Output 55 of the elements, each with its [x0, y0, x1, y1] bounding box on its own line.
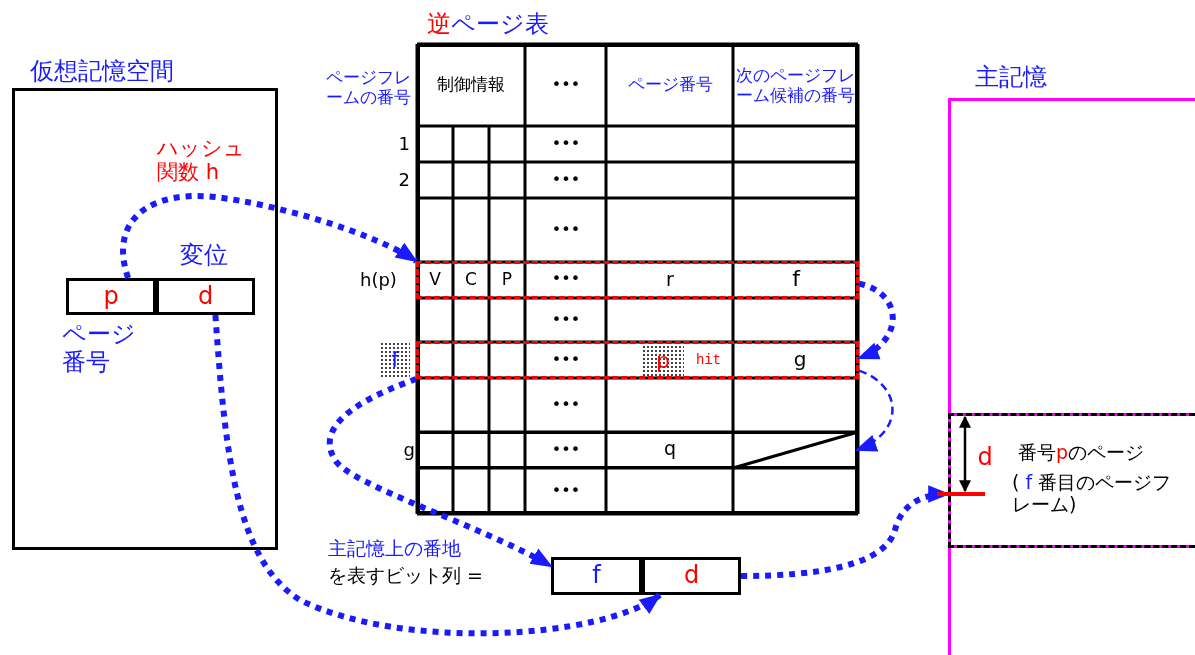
panel-heading: 仮想記憶空間: [30, 56, 175, 88]
entry-text: P: [500, 268, 514, 292]
column-header: ページ番号: [626, 73, 714, 97]
panel-heading: 主記憶: [975, 62, 1048, 94]
highlighted-row: [416, 261, 859, 299]
field-caption: 変位: [180, 240, 229, 272]
entry-text: f: [791, 265, 802, 294]
row-label: g: [402, 437, 415, 462]
address-caption: 主記憶上の番地: [328, 536, 462, 562]
bit-field: [642, 557, 741, 595]
bit-field: [156, 278, 255, 315]
ellipsis: •••: [550, 348, 582, 371]
arrow: [327, 376, 553, 569]
entry-text: p: [642, 345, 684, 376]
entry-text: r: [665, 267, 675, 293]
arrow: [212, 314, 662, 637]
ellipsis: •••: [550, 218, 582, 241]
ellipsis: •••: [550, 308, 582, 331]
field-value: d: [682, 560, 701, 592]
ellipsis: •••: [550, 438, 582, 461]
field-caption: ページ番号: [62, 319, 137, 378]
ellipsis: •••: [550, 267, 582, 290]
arrow: [120, 193, 418, 279]
field-value: d: [196, 280, 215, 312]
column-header: 制御情報: [436, 73, 506, 97]
bit-field: [551, 557, 642, 595]
edge-label: ハッシュ関数 h: [157, 134, 246, 186]
frame-caption: 番号pのページ: [1018, 440, 1146, 466]
ellipsis: •••: [550, 73, 582, 96]
ellipsis: •••: [550, 393, 582, 416]
row-label: 2: [397, 167, 410, 192]
entry-text: V: [428, 268, 442, 292]
ellipsis: •••: [550, 169, 582, 192]
entry-text: q: [662, 436, 678, 462]
ellipsis: •••: [550, 133, 582, 156]
field-value: p: [102, 280, 120, 312]
arrow: [857, 280, 896, 361]
row-label: 1: [397, 131, 410, 156]
column-header: ページフレームの番号: [326, 66, 412, 109]
entry-text: C: [464, 268, 478, 292]
entry-text: hit: [694, 351, 723, 371]
dimension-label: d: [976, 442, 994, 474]
table-title: 逆ページ表: [427, 9, 550, 41]
column-header: 次のページフレーム候補の番号: [736, 64, 856, 107]
entry-text: g: [792, 345, 808, 373]
page-frame: [948, 413, 1195, 548]
arrow: [854, 369, 894, 452]
highlighted-row: [416, 341, 859, 379]
ellipsis: •••: [550, 479, 582, 502]
field-value: f: [591, 560, 603, 592]
row-label: h(p): [360, 267, 398, 292]
row-label: f: [380, 342, 410, 378]
address-caption: を表すビット列 =: [328, 563, 484, 589]
frame-caption: ( f 番目のページフレーム): [1012, 470, 1173, 517]
bit-field: [66, 278, 156, 315]
